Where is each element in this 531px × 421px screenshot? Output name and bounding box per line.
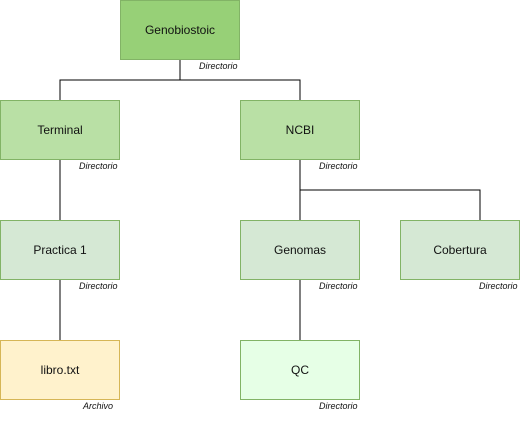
node-type-caption: Directorio [479,281,518,291]
node-type-caption: Directorio [319,281,358,291]
edge-genobiostoic-ncbi [180,79,301,100]
node-practica1[interactable]: Practica 1 [0,220,120,280]
edge-ncbi-cobertura [300,189,481,220]
node-type-caption: Directorio [199,61,238,71]
node-type-caption: Directorio [319,161,358,171]
node-label: NCBI [285,123,315,137]
node-genomas[interactable]: Genomas [240,220,360,280]
node-label: Practica 1 [33,243,87,257]
node-cobertura[interactable]: Cobertura [400,220,520,280]
node-qc[interactable]: QC [240,340,360,400]
node-label: Genomas [273,243,327,257]
node-label: Genobiostoic [144,23,216,37]
node-type-caption: Directorio [319,401,358,411]
node-label: Terminal [37,123,83,137]
node-type-caption: Directorio [79,281,118,291]
node-type-caption: Directorio [79,161,118,171]
node-ncbi[interactable]: NCBI [240,100,360,160]
edge-genobiostoic-terminal [59,60,181,100]
node-genobiostoic[interactable]: Genobiostoic [120,0,240,60]
node-label: libro.txt [40,363,80,377]
node-libro-txt[interactable]: libro.txt [0,340,120,400]
node-label: Cobertura [433,243,487,257]
node-type-caption: Archivo [83,401,114,411]
node-terminal[interactable]: Terminal [0,100,120,160]
node-label: QC [291,363,309,377]
